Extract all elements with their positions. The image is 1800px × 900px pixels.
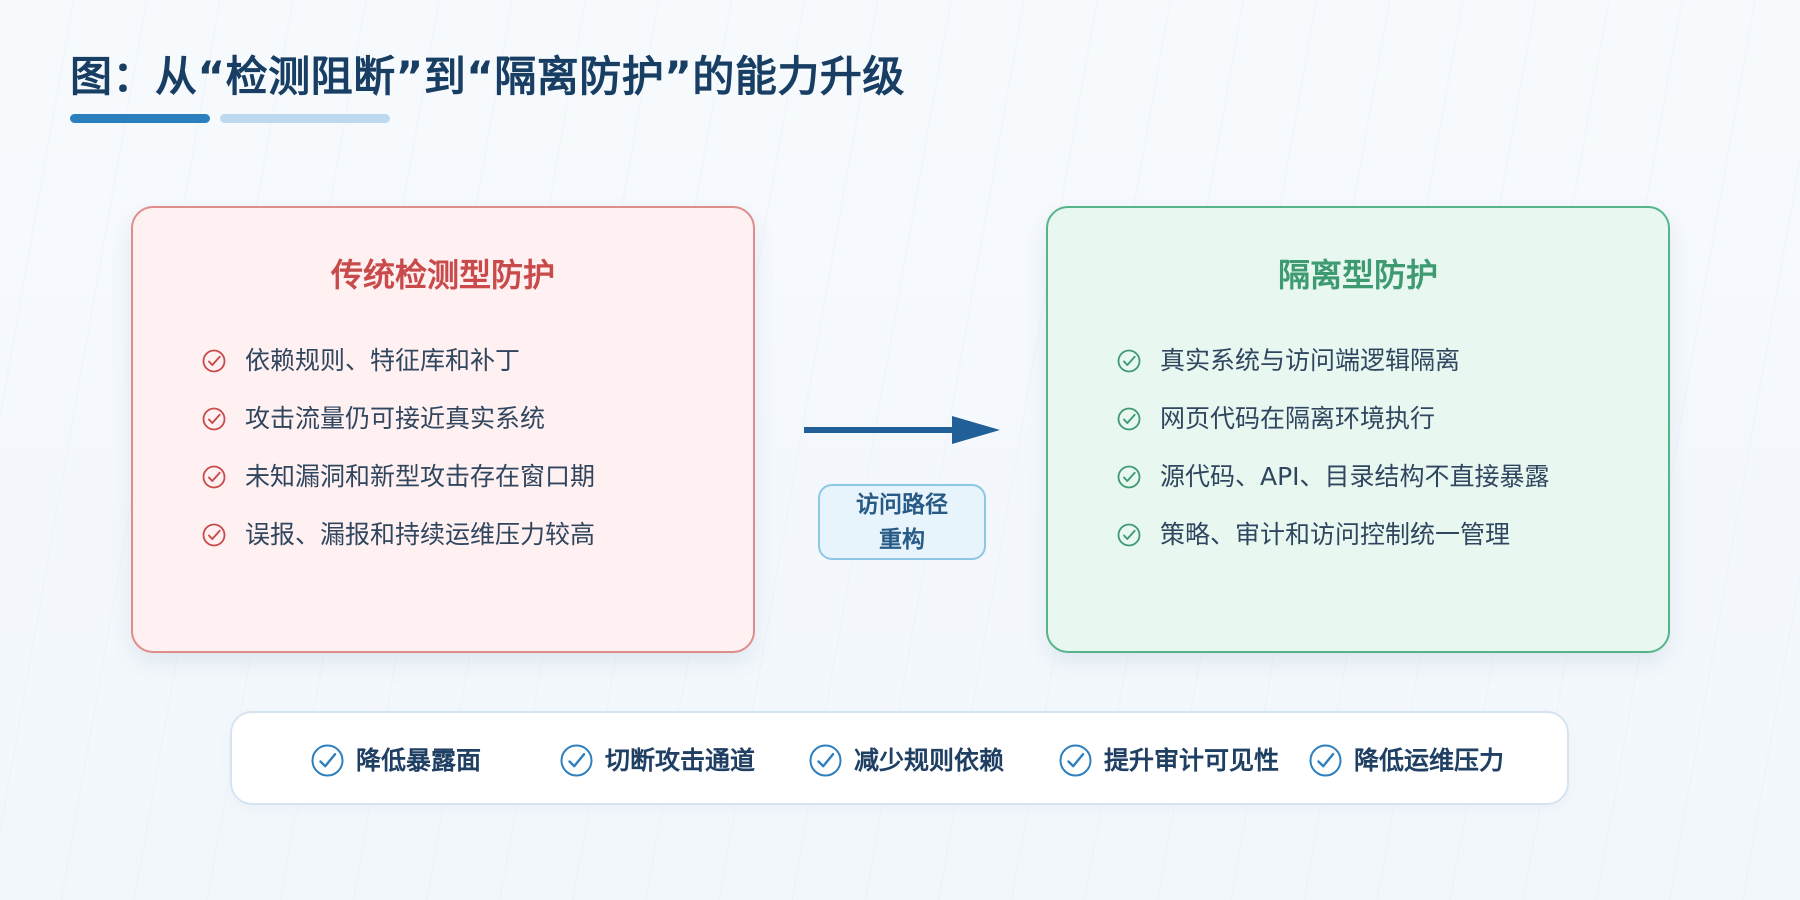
check-circle-icon <box>1117 407 1141 431</box>
benefit-item-2-text: 切断攻击通道 <box>605 745 756 775</box>
isolation-protection-title: 隔离型防护 <box>1277 256 1438 294</box>
benefit-item-4: 提升审计可见性 <box>1058 741 1279 779</box>
route-rebuild-line-2: 重构 <box>879 527 925 553</box>
traditional-item-1: 依赖规则、特征库和补丁 <box>201 332 595 390</box>
title-underline-primary <box>70 114 210 123</box>
page-title: 图：从“检测阻断”到“隔离防护”的能力升级 <box>70 52 905 101</box>
check-circle-icon <box>1117 523 1141 547</box>
isolation-item-2: 网页代码在隔离环境执行 <box>1116 390 1550 448</box>
arrow-right-icon <box>804 416 1000 444</box>
traditional-item-3: 未知漏洞和新型攻击存在窗口期 <box>201 448 595 506</box>
check-circle-icon <box>1117 465 1141 489</box>
title-underline <box>70 114 390 124</box>
traditional-item-4: 误报、漏报和持续运维压力较高 <box>201 506 595 564</box>
benefit-item-1-text: 降低暴露面 <box>356 745 482 775</box>
route-rebuild-badge: 访问路径 重构 <box>818 484 986 560</box>
isolation-protection-panel: 隔离型防护 真实系统与访问端逻辑隔离 网页代码在隔离环境执行 <box>1046 206 1670 653</box>
benefit-item-3: 减少规则依赖 <box>808 741 1004 779</box>
isolation-item-1: 真实系统与访问端逻辑隔离 <box>1116 332 1550 390</box>
traditional-item-4-text: 误报、漏报和持续运维压力较高 <box>245 520 596 549</box>
benefit-item-3-text: 减少规则依赖 <box>854 745 1005 775</box>
traditional-detection-title: 传统检测型防护 <box>330 256 555 294</box>
traditional-item-2: 攻击流量仍可接近真实系统 <box>201 390 595 448</box>
title-underline-secondary <box>220 114 390 123</box>
isolation-item-3: 源代码、API、目录结构不直接暴露 <box>1116 448 1550 506</box>
check-circle-icon <box>202 465 226 489</box>
check-circle-icon <box>202 407 226 431</box>
check-circle-icon <box>1309 744 1342 776</box>
traditional-detection-panel: 传统检测型防护 依赖规则、特征库和补丁 攻击流量仍可接近真实系统 <box>131 206 755 653</box>
check-circle-icon <box>311 744 344 776</box>
traditional-item-3-text: 未知漏洞和新型攻击存在窗口期 <box>245 462 596 491</box>
benefit-item-1: 降低暴露面 <box>310 741 481 779</box>
check-circle-icon <box>202 523 226 547</box>
benefits-bar: 降低暴露面 切断攻击通道 减少规则依赖 提升审计可见性 <box>230 711 1569 805</box>
isolation-protection-list: 真实系统与访问端逻辑隔离 网页代码在隔离环境执行 源代码、API、目录结构不直接… <box>1116 332 1550 564</box>
traditional-detection-list: 依赖规则、特征库和补丁 攻击流量仍可接近真实系统 未知漏洞和新型攻击存在窗口期 <box>201 332 595 564</box>
transition-arrow <box>804 412 1000 448</box>
route-rebuild-line-1: 访问路径 <box>856 492 948 518</box>
benefit-item-5: 降低运维压力 <box>1308 741 1504 779</box>
isolation-item-1-text: 真实系统与访问端逻辑隔离 <box>1160 346 1461 375</box>
check-circle-icon <box>560 744 593 776</box>
benefit-item-5-text: 降低运维压力 <box>1354 745 1505 775</box>
traditional-item-2-text: 攻击流量仍可接近真实系统 <box>245 404 546 433</box>
isolation-item-4: 策略、审计和访问控制统一管理 <box>1116 506 1550 564</box>
check-circle-icon <box>809 744 842 776</box>
isolation-item-4-text: 策略、审计和访问控制统一管理 <box>1160 520 1511 549</box>
check-circle-icon <box>202 349 226 373</box>
benefit-item-4-text: 提升审计可见性 <box>1104 745 1280 775</box>
check-circle-icon <box>1117 349 1141 373</box>
isolation-item-2-text: 网页代码在隔离环境执行 <box>1160 404 1436 433</box>
traditional-item-1-text: 依赖规则、特征库和补丁 <box>245 346 521 375</box>
check-circle-icon <box>1059 744 1092 776</box>
isolation-item-3-text: 源代码、API、目录结构不直接暴露 <box>1160 462 1550 491</box>
benefit-item-2: 切断攻击通道 <box>559 741 755 779</box>
